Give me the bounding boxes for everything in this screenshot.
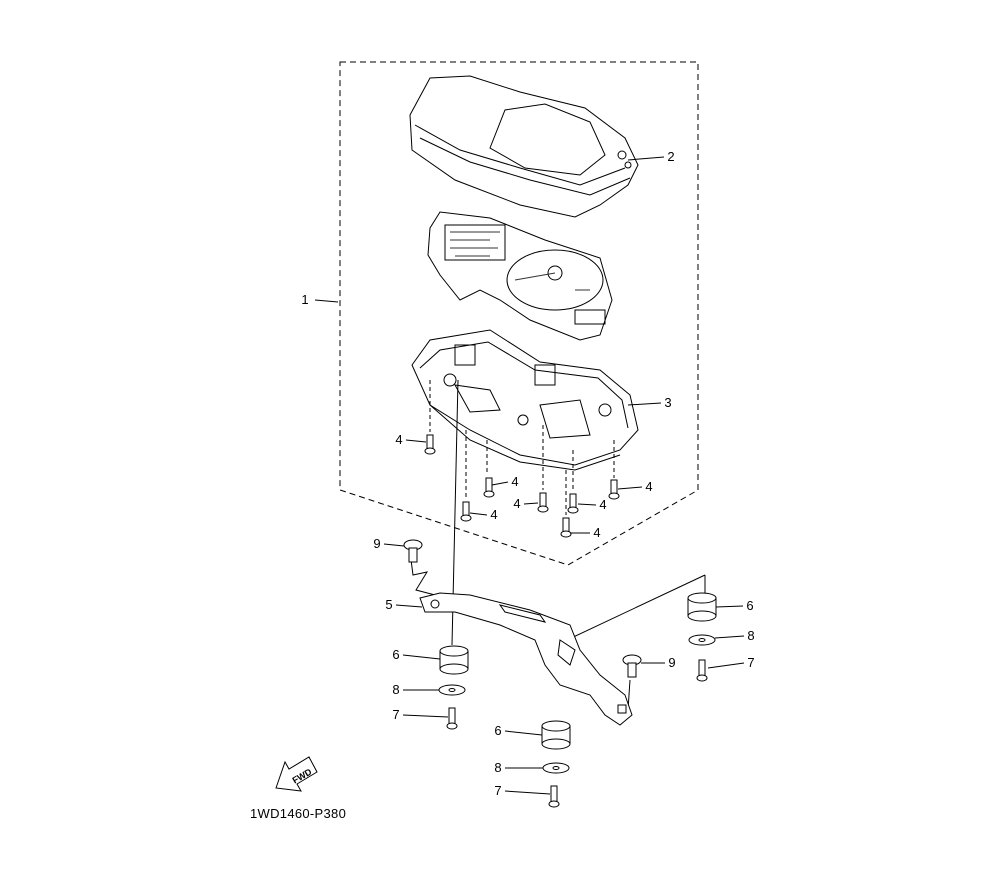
meter-unit (427, 211, 613, 341)
callout-6: 6 (746, 598, 754, 613)
callout-7: 7 (494, 783, 502, 798)
meter-bracket (419, 592, 633, 726)
grommet-6a (687, 592, 717, 622)
callout-8: 8 (392, 682, 400, 697)
bolt-9b (622, 654, 642, 678)
callout-6: 6 (494, 723, 502, 738)
callout-5: 5 (385, 597, 393, 612)
callout-leaders (314, 156, 745, 795)
callout-4: 4 (395, 432, 403, 447)
screws-7 (446, 659, 708, 808)
fwd-arrow-icon (275, 756, 318, 792)
callout-4: 4 (511, 474, 519, 489)
grommet-6c (541, 720, 571, 750)
callout-4: 4 (593, 525, 601, 540)
callout-4: 4 (645, 479, 653, 494)
leader-line (566, 574, 706, 641)
callout-7: 7 (747, 655, 755, 670)
callout-8: 8 (494, 760, 502, 775)
diagram-code: 1WD1460-P380 (250, 806, 347, 821)
callout-9: 9 (668, 655, 676, 670)
callout-9: 9 (373, 536, 381, 551)
callout-7: 7 (392, 707, 400, 722)
callout-2: 2 (667, 149, 675, 164)
zigzag-line (409, 551, 436, 596)
meter-cover (409, 75, 639, 218)
grommet-6b (439, 645, 469, 675)
callout-1: 1 (301, 292, 309, 307)
callout-4: 4 (513, 496, 521, 511)
assembly-boundary (339, 61, 699, 566)
meter-case (411, 329, 639, 471)
callout-4: 4 (599, 497, 607, 512)
callout-8: 8 (747, 628, 755, 643)
bolt-9a (403, 539, 423, 563)
alignment-lines (429, 380, 615, 515)
screws (424, 434, 620, 538)
callout-4: 4 (490, 507, 498, 522)
callout-3: 3 (664, 395, 672, 410)
callout-6: 6 (392, 647, 400, 662)
